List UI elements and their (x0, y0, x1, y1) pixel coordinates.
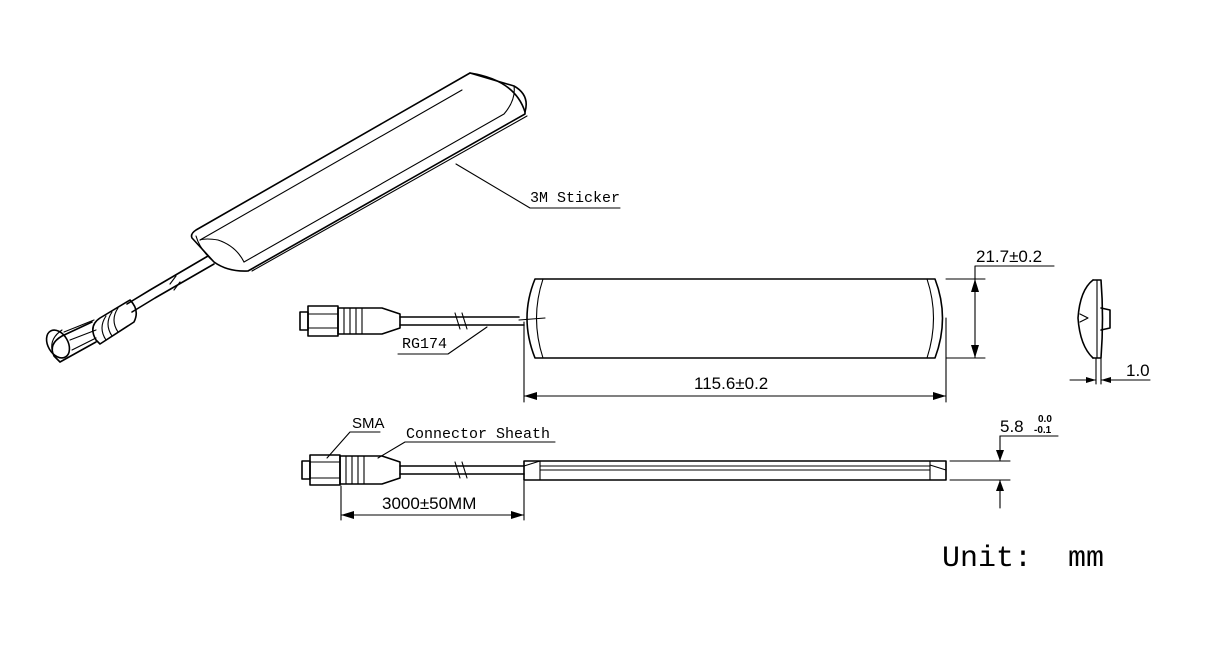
sticker-label: 3M Sticker (530, 190, 620, 207)
length-dimension: 115.6±0.2 (694, 374, 768, 393)
width-dimension: 21.7±0.2 (976, 247, 1042, 266)
connector-label: SMA (352, 415, 385, 432)
thickness-dimension: 5.8 (1000, 417, 1024, 436)
cable-label: RG174 (402, 336, 447, 353)
sheath-label: Connector Sheath (406, 426, 550, 443)
cable-length-dimension: 3000±50MM (382, 494, 476, 513)
thickness-lower-tolerance: -0.1 (1034, 425, 1052, 436)
unit-note: Unit: mm (942, 542, 1104, 576)
front-view: SMA Connector Sheath 3000±50MM 5.8 0.0 -… (301, 414, 1059, 521)
side-view: 1.0 (1069, 279, 1151, 385)
thickness-upper-tolerance: 0.0 (1038, 414, 1052, 425)
side-thickness-dimension: 1.0 (1126, 361, 1150, 380)
sticker-callout: 3M Sticker (455, 163, 621, 209)
isometric-view (45, 72, 528, 363)
top-view: RG174 21.7±0.2 115.6±0.2 (299, 247, 1055, 403)
